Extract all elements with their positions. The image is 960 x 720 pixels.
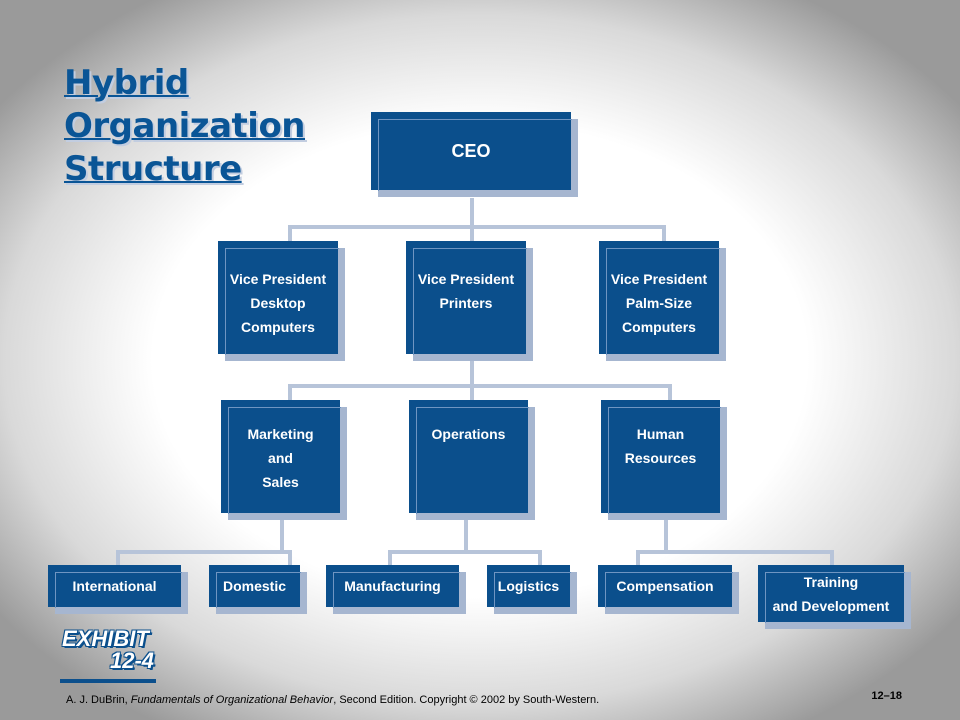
exhibit-number: 12-4 [110, 648, 155, 673]
dept-marketing-label: Marketing and Sales [247, 426, 314, 490]
dept-operations-box: Operations [409, 400, 529, 514]
unit-domestic-label: Domestic [222, 578, 287, 594]
footer-author: A. J. DuBrin, [66, 694, 131, 706]
unit-domestic-box: Domestic [209, 565, 301, 608]
unit-international-box: International [48, 565, 182, 608]
page-title: Hybrid Organization Structure [64, 62, 306, 191]
unit-international-label: International [72, 578, 157, 594]
unit-training-label: Training and Development [772, 573, 890, 614]
unit-compensation-label: Compensation [616, 578, 714, 594]
exhibit-word: EXHIBIT [62, 626, 149, 651]
vp-palmsize-label: Vice President Palm-Size Computers [610, 271, 708, 335]
vp-desktop-box: Vice President Desktop Computers [218, 241, 339, 355]
dept-operations-label: Operations [431, 426, 506, 442]
unit-training-box: Training and Development [758, 565, 905, 623]
exhibit-underline [60, 679, 156, 683]
page-number: 12–18 [871, 690, 902, 702]
unit-logistics-label: Logistics [497, 578, 560, 594]
title-line-3: Structure [64, 149, 242, 189]
ceo-label: CEO [451, 141, 491, 161]
unit-manufacturing-box: Manufacturing [326, 565, 460, 608]
footer-book-title: Fundamentals of Organizational Behavior [130, 694, 334, 706]
exhibit-badge: EXHIBIT 12-4 [62, 628, 154, 672]
dept-hr-label: Human Resources [624, 426, 697, 466]
title-line-2: Organization [64, 106, 306, 146]
vp-desktop-label: Vice President Desktop Computers [229, 271, 327, 335]
vp-printers-label: Vice President Printers [417, 271, 515, 311]
vp-palmsize-box: Vice President Palm-Size Computers [599, 241, 720, 355]
unit-manufacturing-label: Manufacturing [344, 578, 441, 594]
dept-hr-box: Human Resources [601, 400, 721, 514]
unit-compensation-box: Compensation [598, 565, 733, 608]
footer-citation: A. J. DuBrin, Fundamentals of Organizati… [66, 694, 599, 706]
vp-printers-box: Vice President Printers [406, 241, 527, 355]
title-line-1: Hybrid [64, 63, 189, 103]
footer-edition: , Second Edition. Copyright © 2002 by So… [333, 694, 600, 706]
dept-marketing-box: Marketing and Sales [221, 400, 341, 514]
unit-logistics-box: Logistics [487, 565, 571, 608]
ceo-box: CEO [371, 112, 572, 191]
